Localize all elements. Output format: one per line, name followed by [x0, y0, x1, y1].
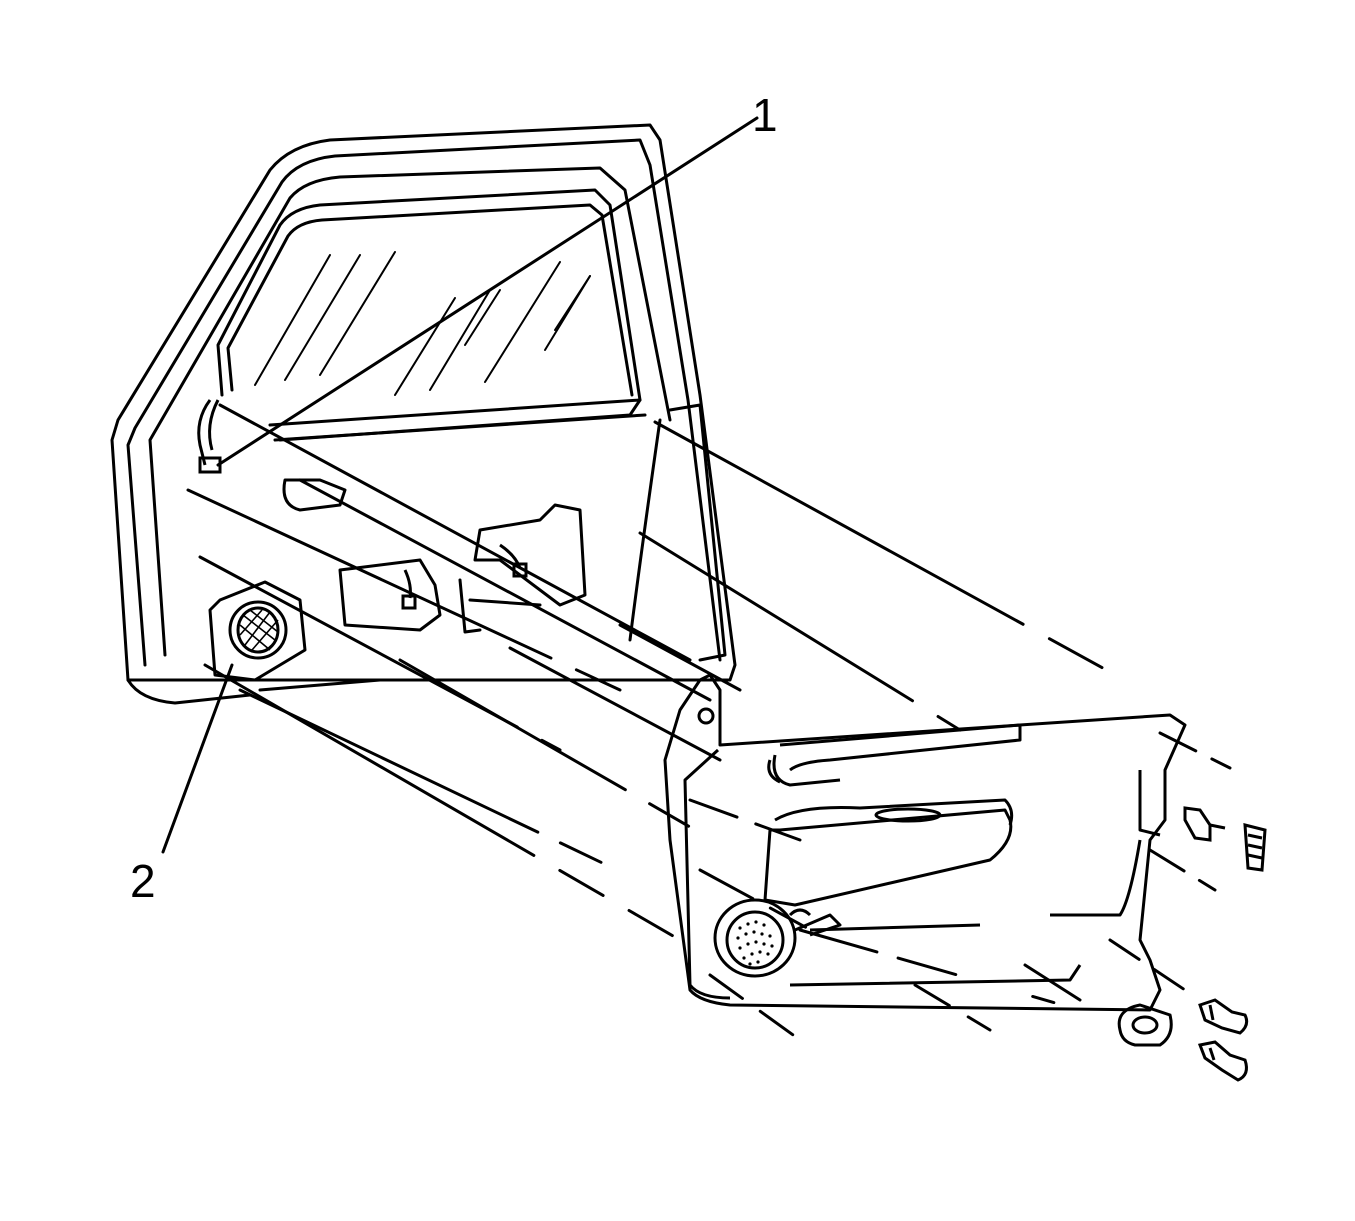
pull-handle-top [775, 800, 1012, 825]
trim-panel-fastener-hole [699, 709, 713, 723]
alignment-lines [188, 405, 1230, 1040]
door-speaker [230, 602, 286, 658]
window-sill [270, 400, 645, 440]
window-glass-edge [228, 205, 632, 395]
fasteners [1119, 808, 1265, 1080]
speaker-tab [790, 910, 810, 915]
lower-trim-contour [790, 770, 1160, 985]
callout-label-2: 2 [130, 855, 156, 907]
screw-lower [1200, 1042, 1246, 1080]
pull-handle-grip [876, 809, 940, 821]
screw-upper [1200, 1000, 1247, 1033]
inner-cutout-lower-left [340, 560, 440, 630]
armrest-upper [780, 725, 1020, 770]
push-pin-fastener [1185, 808, 1265, 870]
door-frame-inner-2 [150, 168, 670, 655]
lower-panel-edge [210, 582, 305, 680]
callout-leaders [163, 118, 757, 852]
door-frame-outer [112, 125, 735, 680]
speaker-grille-dots [736, 920, 774, 966]
callout-label-1: 1 [752, 89, 778, 141]
inner-cutout-upper [284, 480, 345, 510]
trim-panel-outline [665, 675, 1185, 1010]
glass-hatching [255, 252, 590, 395]
door-latch-edge [630, 405, 725, 660]
speaker-grille-mesh [240, 610, 278, 650]
door-bottom-edge [128, 680, 250, 703]
inner-cutout-middle [475, 505, 585, 605]
trim-panel-inner-edge [685, 750, 730, 998]
wire-harness-connector [199, 400, 220, 472]
trim-speaker-grille [715, 900, 810, 976]
pull-handle [765, 810, 1011, 905]
door-trim-panel [665, 675, 1185, 1010]
lower-sill-line [260, 680, 380, 690]
door-shell [112, 125, 735, 703]
lower-trim-bezel [795, 915, 840, 935]
leader-line-2 [163, 665, 232, 852]
window-frame [218, 190, 640, 440]
leader-line-1 [218, 118, 757, 465]
handle-bezel-clip [1119, 1005, 1171, 1045]
door-frame-inner-1 [128, 140, 720, 665]
door-handle-recess [769, 755, 840, 785]
map-pocket-edge [1050, 840, 1140, 915]
